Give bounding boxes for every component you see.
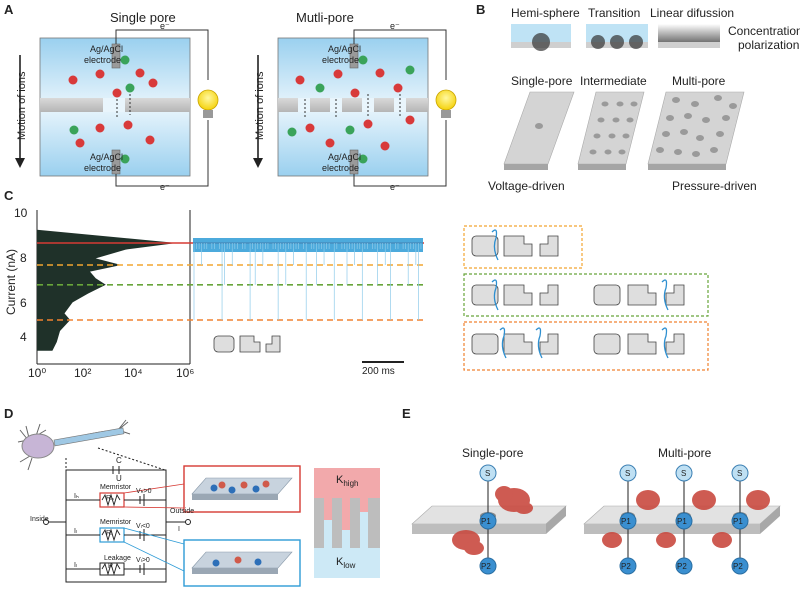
electrode-word-bottom-left: electrode [84,163,122,173]
electron-label-4: e⁻ [390,182,400,192]
v-neg-label: Vₗ<0 [136,523,150,530]
node-p2-multi-2: P2 [677,562,687,571]
electrode-label-top-right: Ag/AgCl [328,44,362,54]
x-tick-6: 10⁶ [176,366,195,380]
k-low-sub: low [343,561,356,571]
node-s-single: S [485,469,491,478]
r-high-label: Rₕ [106,495,114,502]
panel-letter-b: B [476,2,486,17]
node-s-multi-3: S [737,469,743,478]
multi-pore-e-title: Multi-pore [658,446,712,460]
memristor-label-mid: Memristor [100,519,132,526]
electrode-label-top-left: Ag/AgCl [90,44,123,54]
i-leak-label: Iₗ [74,562,78,569]
k-low-label: Klow [336,556,355,570]
electrode-label-bottom-right: Ag/AgCl [328,152,362,162]
electrode-word-top-right: electrode [322,55,360,65]
panel-letter-a: A [4,2,14,17]
electron-label-3: e⁻ [390,21,400,31]
v-leak-label: Vₗ>0 [136,557,150,564]
node-p2-multi-3: P2 [733,562,743,571]
y-tick-8: 8 [20,251,27,265]
k-high-symbol: K [336,474,344,486]
panel-letter-e: E [402,406,411,421]
concentration-label: Concentration [728,24,800,38]
k-high-sub: high [343,479,359,489]
membrane-multi: Multi-pore [672,74,726,88]
node-p2-single: P2 [481,562,491,571]
voltage-driven-label: Voltage-driven [488,179,565,193]
current-i-label: I [178,526,180,533]
electrode-word-bottom-right: electrode [322,163,360,173]
y-tick-10: 10 [14,206,28,220]
y-tick-6: 6 [20,296,27,310]
y-tick-4: 4 [20,330,27,344]
node-p1-multi-2: P1 [677,517,687,526]
r-leak-label: R [108,563,114,570]
k-low-symbol: K [336,556,344,568]
i-high-label: Iₕ [74,493,79,500]
electrode-label-bottom-left: Ag/AgCl [90,152,124,162]
capacitor-u-label: U [116,474,122,483]
membrane-intermediate: Intermediate [580,74,647,88]
node-s-multi-2: S [681,469,687,478]
node-p1-multi-1: P1 [621,517,631,526]
electron-label-2: e⁻ [160,182,170,192]
node-p1-multi-3: P1 [733,517,743,526]
x-tick-4: 10⁴ [124,366,143,380]
regime-transition: Transition [588,6,641,20]
memristor-label-top: Memristor [100,484,132,491]
panel-letter-c: C [4,188,14,203]
inside-label: Inside [30,516,49,523]
membrane-single: Single-pore [511,74,573,88]
capacitor-c-label: C [116,456,122,465]
i-low-label: Iₗ [74,528,78,535]
node-p2-multi-1: P2 [621,562,631,571]
polarization-label: polarization [738,38,800,52]
multi-pore-title: Mutli-pore [296,10,354,25]
histogram-area [37,229,177,351]
v-pos-label: Vₕ>0 [136,488,152,495]
panel-letter-d: D [4,406,14,421]
pressure-driven-label: Pressure-driven [672,179,757,193]
outside-label: Outside [170,508,195,515]
x-tick-0: 10⁰ [28,366,47,380]
x-tick-2: 10² [74,366,92,380]
single-pore-e-title: Single-pore [462,446,524,460]
node-s-multi-1: S [625,469,631,478]
electrode-word-top-left: electrode [84,55,122,65]
electron-label-1: e⁻ [160,21,170,31]
regime-linear: Linear difussion [650,6,735,20]
single-pore-title: Single pore [110,10,176,25]
node-p1-single: P1 [481,517,491,526]
electrode-name: Ag/AgCl [90,44,124,54]
k-high-label: Khigh [336,474,358,488]
regime-hemisphere: Hemi-sphere [511,6,580,20]
leakage-label: Leakage [104,555,131,562]
scale-bar-label: 200 ms [362,366,395,377]
r-low-label: Rₗ [106,530,113,537]
